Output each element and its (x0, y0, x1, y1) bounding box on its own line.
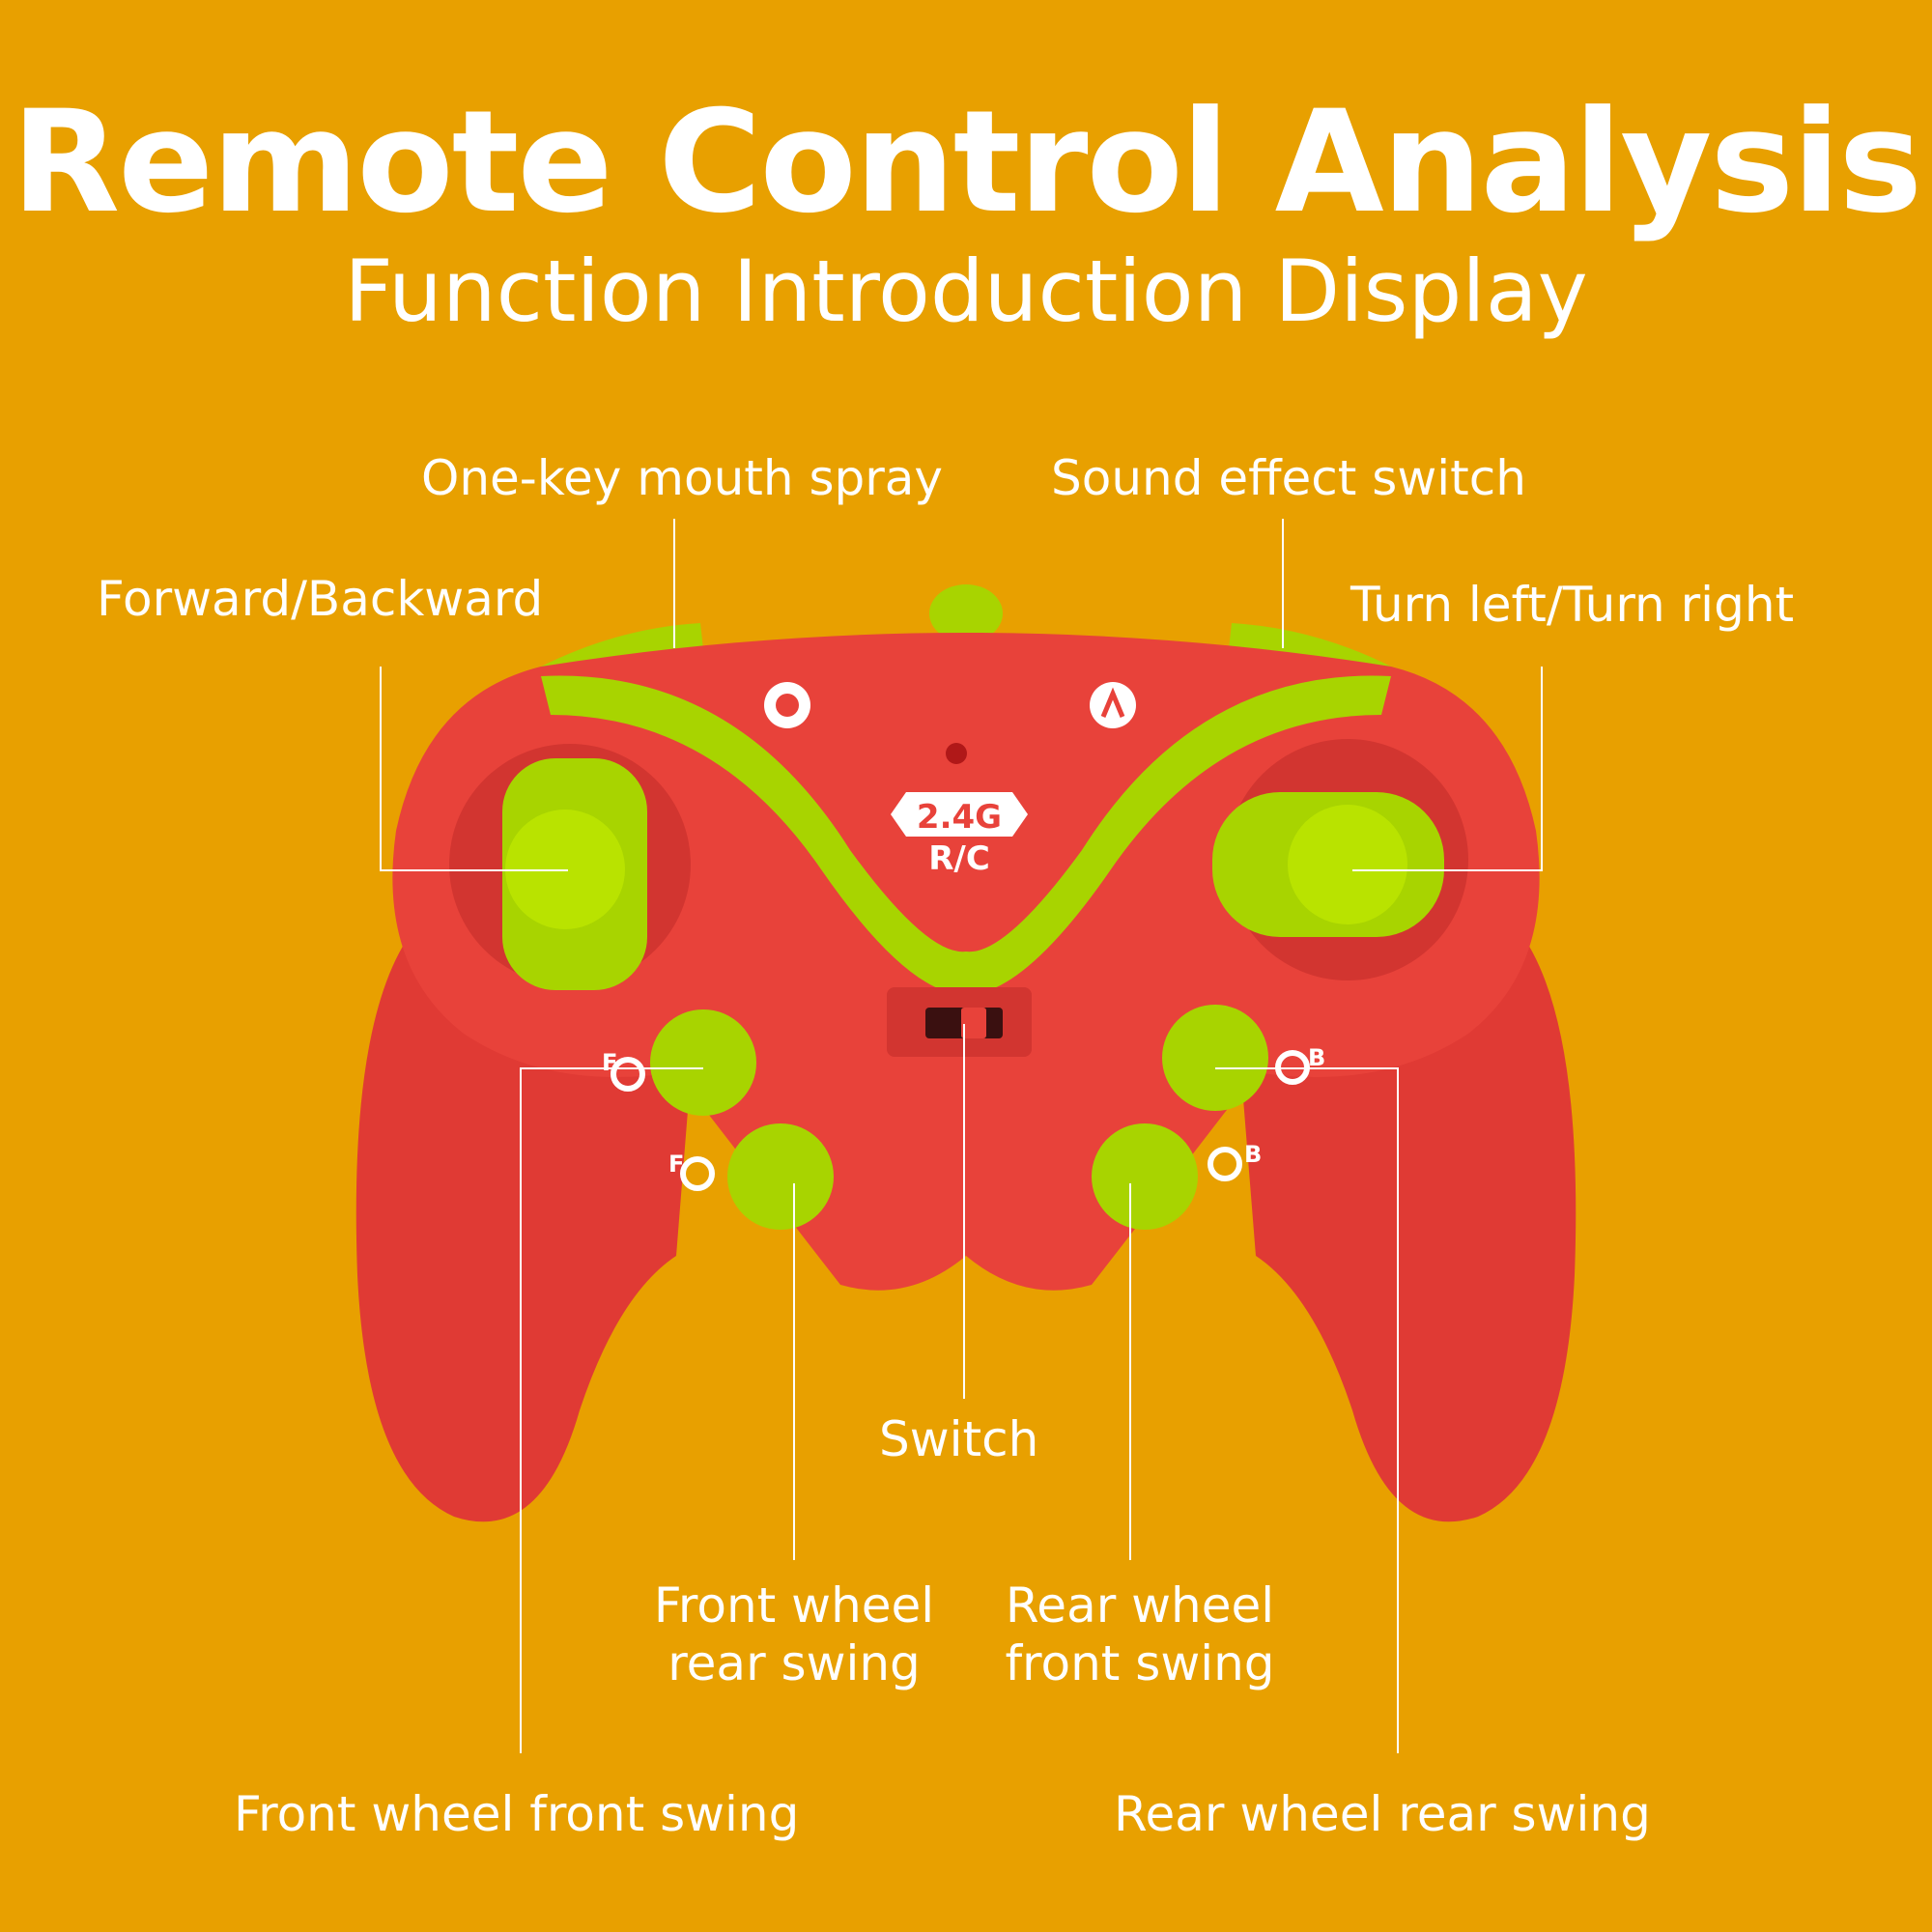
callout-line-rear-front-swing (1129, 1183, 1131, 1560)
label-rear-wheel-front-swing-line2: front swing (1005, 1635, 1275, 1691)
f-down-key-icon: F (668, 1151, 715, 1191)
label-front-wheel-rear-swing: Front wheel rear swing (630, 1577, 958, 1692)
f-up-letter: F (602, 1049, 617, 1076)
b-down-letter: B (1244, 1141, 1262, 1168)
power-led (946, 743, 967, 764)
callout-line-front-front-vertical (520, 1067, 522, 1753)
label-front-wheel-front-swing: Front wheel front swing (234, 1786, 800, 1842)
callout-line-switch (963, 1024, 965, 1399)
callout-line-mouth-spray (673, 519, 675, 648)
sound-a-icon (1090, 682, 1136, 728)
page-title: Remote Control Analysis (11, 80, 1922, 244)
power-switch (887, 987, 1032, 1057)
badge-bottom-text: R/C (928, 839, 990, 878)
label-front-wheel-rear-swing-line1: Front wheel (653, 1577, 935, 1634)
label-rear-wheel-front-swing-line1: Rear wheel (1005, 1577, 1275, 1634)
b-down-key-icon: B (1208, 1141, 1262, 1181)
label-turn: Turn left/Turn right (1350, 577, 1795, 633)
label-switch: Switch (879, 1411, 1039, 1467)
label-rear-wheel-front-swing: Rear wheel front swing (976, 1577, 1304, 1692)
label-sound-switch: Sound effect switch (1051, 450, 1526, 506)
right-joystick (1212, 739, 1468, 980)
label-mouth-spray: One-key mouth spray (421, 450, 944, 506)
page-subtitle: Function Introduction Display (344, 242, 1588, 341)
spray-icon (764, 682, 810, 728)
callout-line-forward-backward-vertical (380, 667, 382, 871)
front-wheel-rear-swing-button (727, 1123, 834, 1230)
callout-line-front-front-horizontal (520, 1067, 703, 1069)
callout-line-forward-backward-horizontal (380, 869, 568, 871)
label-front-wheel-rear-swing-line2: rear swing (668, 1635, 921, 1691)
front-wheel-front-swing-button (650, 1009, 756, 1116)
label-forward-backward: Forward/Backward (97, 571, 544, 627)
callout-line-rear-rear-horizontal (1215, 1067, 1399, 1069)
rear-wheel-rear-swing-button (1162, 1005, 1268, 1111)
callout-line-turn-horizontal (1352, 869, 1543, 871)
callout-line-rear-rear-vertical (1397, 1067, 1399, 1753)
f-up-key-icon: F (602, 1049, 645, 1092)
callout-line-turn-vertical (1541, 667, 1543, 871)
rear-wheel-front-swing-button (1092, 1123, 1198, 1230)
callout-line-front-rear-swing (793, 1183, 795, 1560)
label-rear-wheel-rear-swing: Rear wheel rear swing (1114, 1786, 1651, 1842)
frequency-badge: 2.4G R/C (891, 792, 1028, 878)
b-up-letter: B (1308, 1044, 1325, 1071)
badge-top-text: 2.4G (917, 798, 1002, 837)
callout-line-sound-switch (1282, 519, 1284, 648)
left-joystick (449, 744, 691, 990)
f-down-letter: F (668, 1151, 684, 1178)
accent-swoosh (541, 675, 1391, 995)
